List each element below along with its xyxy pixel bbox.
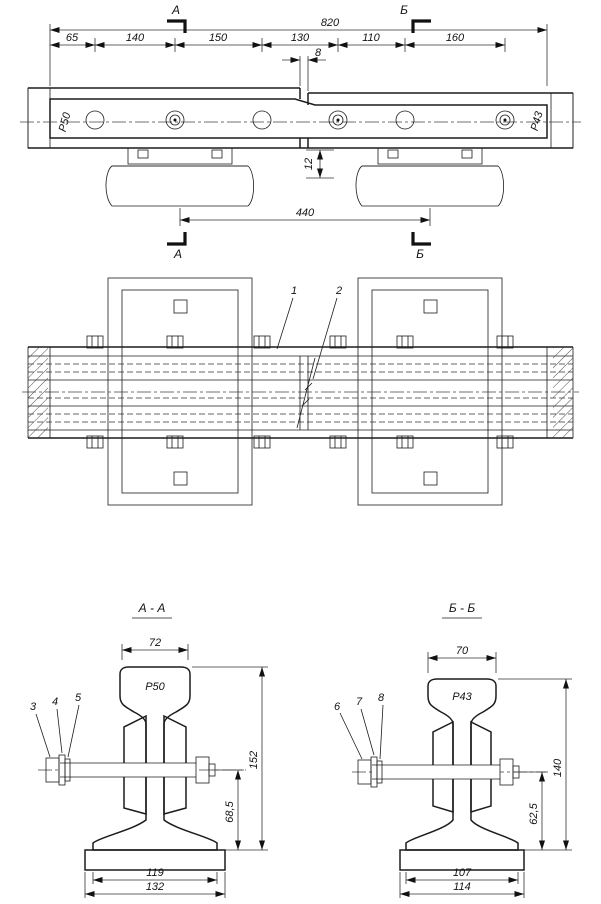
- bolt-assembly-bb: [352, 756, 546, 788]
- plan-callouts: 1 2: [276, 285, 342, 380]
- dim-span-440: 440: [179, 207, 431, 226]
- dim-label-107: 107: [453, 867, 472, 879]
- rail-label-p43: Р43: [529, 109, 546, 132]
- dim-label-72: 72: [149, 637, 161, 649]
- callout-label-4: 4: [52, 696, 58, 708]
- dim-label-62-5: 62,5: [528, 802, 540, 824]
- dim-label-110: 110: [362, 32, 380, 44]
- section-marker-a-bottom: А: [167, 232, 187, 261]
- plan-sleeper-right: [357, 277, 503, 506]
- rail-label-p50: Р50: [57, 110, 74, 133]
- section-marker-b-bottom: Б: [411, 232, 431, 261]
- dim-height-152: 152: [192, 666, 268, 851]
- dim-plate-132: 132: [84, 872, 226, 898]
- dim-label-820: 820: [321, 17, 340, 29]
- section-marker-b-top: Б: [400, 3, 431, 33]
- rail-section-p50: [92, 666, 218, 851]
- dim-label-119: 119: [146, 867, 164, 879]
- baseplate-aa: [84, 849, 226, 871]
- dim-label-8: 8: [315, 47, 322, 59]
- dim-label-68-5: 68,5: [224, 800, 236, 822]
- callout-label-8: 8: [378, 692, 385, 704]
- section-bb-view: Б - Б Р43 6 7 8 70: [334, 601, 572, 898]
- dim-height-140: 140: [498, 678, 572, 851]
- rail-cut-left: [27, 87, 51, 149]
- dim-foot-119: 119: [92, 867, 218, 884]
- dim-label-12: 12: [303, 158, 315, 170]
- bolt-assembly-aa: [38, 754, 246, 786]
- dim-label-70: 70: [456, 645, 469, 657]
- fishplate-section-right-bb: [470, 720, 492, 814]
- plan-sleeper-left: [107, 277, 253, 506]
- callout-label-2: 2: [335, 285, 342, 297]
- dim-segments: 65 140 150 130 110 160: [50, 32, 506, 52]
- dim-label-152: 152: [248, 751, 260, 769]
- dim-head-72: 72: [121, 637, 189, 660]
- dim-label-150: 150: [209, 32, 228, 44]
- dim-label-140b: 140: [552, 758, 564, 777]
- dim-label-160: 160: [446, 32, 465, 44]
- sleeper-right: [355, 147, 505, 207]
- dim-bolt-625: 62,5: [514, 771, 548, 850]
- dim-bolt-685: 68,5: [212, 769, 244, 850]
- rail-section-p43: [405, 678, 519, 851]
- section-aa-rail-label: Р50: [145, 681, 165, 693]
- fishplate-section-left: [123, 714, 147, 815]
- fishplate-section-left-bb: [432, 720, 454, 814]
- baseplate-bb: [399, 849, 525, 871]
- dim-gap-8: 8: [282, 47, 326, 91]
- elevation-view: Р50 Р43 820: [20, 3, 581, 261]
- fishplate-holes: [85, 110, 415, 130]
- plan-rail-band: [22, 346, 579, 439]
- dim-head-70: 70: [427, 645, 497, 673]
- callout-label-6: 6: [334, 701, 341, 713]
- rail-cut-right: [550, 92, 574, 149]
- dim-step-12: 12: [303, 149, 334, 179]
- dim-foot-107: 107: [405, 867, 519, 884]
- marker-label-b-top: Б: [400, 3, 408, 17]
- section-aa-view: А - А Р50 3 4 5 72: [30, 601, 268, 898]
- dim-plate-114: 114: [399, 872, 525, 898]
- fishplate: [49, 98, 548, 139]
- rail-outline: [27, 87, 574, 149]
- fishplate-section-right: [163, 714, 187, 815]
- marker-label-a-bottom: А: [173, 247, 182, 261]
- dim-label-65: 65: [66, 32, 79, 44]
- callout-label-5: 5: [75, 692, 82, 704]
- sleeper-left: [105, 147, 255, 207]
- plan-view: 1 2: [22, 277, 579, 506]
- plan-bolt-heads: [86, 335, 514, 449]
- dim-label-130: 130: [291, 32, 310, 44]
- callouts-bb: 6 7 8: [334, 692, 385, 760]
- callout-label-7: 7: [356, 696, 363, 708]
- dim-label-440: 440: [296, 207, 315, 219]
- dim-overall-820: 820: [49, 17, 548, 86]
- dim-label-132: 132: [146, 881, 164, 893]
- dim-label-140: 140: [126, 32, 145, 44]
- marker-label-a-top: А: [171, 3, 180, 17]
- section-bb-title: Б - Б: [449, 601, 475, 615]
- plan-joint: [296, 356, 316, 430]
- marker-label-b-bottom: Б: [416, 247, 424, 261]
- callout-label-1: 1: [291, 285, 297, 297]
- fishplate-bolts: [165, 110, 515, 130]
- section-aa-title: А - А: [138, 601, 166, 615]
- section-bb-rail-label: Р43: [452, 691, 472, 703]
- callouts-aa: 3 4 5: [30, 692, 82, 758]
- callout-label-3: 3: [30, 701, 37, 713]
- dim-label-114: 114: [453, 881, 471, 893]
- section-marker-a-top: А: [167, 3, 187, 33]
